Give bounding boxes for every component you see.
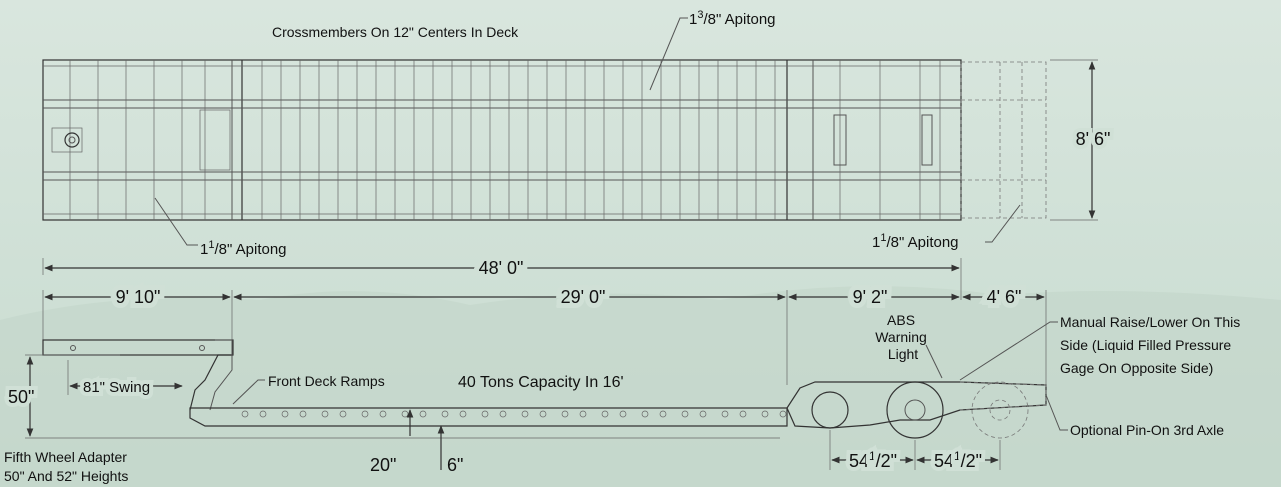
apitong-left-label: 11/8" Apitong <box>200 239 287 258</box>
wheel-3 <box>971 381 1029 439</box>
manual-raise-label: Manual Raise/Lower On This Side (Liquid … <box>1060 314 1244 376</box>
deck-outline <box>42 59 962 221</box>
wheel-1 <box>811 391 849 429</box>
deck-height-label: 20" <box>370 455 396 475</box>
gooseneck-length-label: 9' 10" <box>116 287 161 307</box>
axle-spacing-1: 541/2" <box>849 449 897 471</box>
gooseneck <box>42 339 234 356</box>
height-label: 50" <box>8 387 34 407</box>
side-view: 48' 0" 9' 10" 29' 0" 9' 2" 4' 6" <box>4 253 1244 484</box>
third-axle-outline <box>960 61 1047 219</box>
overall-length-label: 48' 0" <box>479 258 524 278</box>
fifth-wheel-label: Fifth Wheel Adapter 50" And 52" Heights <box>4 449 131 484</box>
deck-length-label: 29' 0" <box>561 287 606 307</box>
capacity-label: 40 Tons Capacity In 16' <box>458 374 624 391</box>
axle-spacing-2: 541/2" <box>934 449 982 471</box>
apitong-right-label: 11/8" Apitong <box>872 232 959 251</box>
third-axle-length-label: 4' 6" <box>987 287 1022 307</box>
swing-label: 81" Swing <box>83 379 150 396</box>
width-label: 8' 6" <box>1076 129 1111 149</box>
front-deck-ramps-label: Front Deck Ramps <box>268 373 385 389</box>
optional-axle-label: Optional Pin-On 3rd Axle <box>1070 422 1224 438</box>
wheel-2 <box>886 381 944 439</box>
top-view: 8' 6" Crossmembers On 12" Centers In Dec… <box>42 9 1114 258</box>
crossmembers-label: Crossmembers On 12" Centers In Deck <box>272 24 519 40</box>
apitong-center-label: 13/8" Apitong <box>689 9 776 28</box>
background-hills <box>0 286 1281 487</box>
main-deck <box>189 407 788 427</box>
abs-label: ABS Warning Light <box>875 312 931 362</box>
deck-depth-label: 6" <box>447 455 463 475</box>
rear-length-label: 9' 2" <box>853 287 888 307</box>
